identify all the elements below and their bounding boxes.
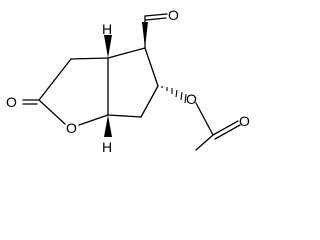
bond-acetyl-c-methyl bbox=[195, 134, 214, 151]
bond-c5-c6 bbox=[140, 85, 159, 118]
bond-cho-o bbox=[144, 13, 168, 17]
atom-label-acetyl-carbonyl-o: O bbox=[239, 113, 250, 129]
bond-c4-c5 bbox=[144, 47, 159, 87]
atom-label-h-top: H bbox=[102, 21, 112, 37]
bond-acetyl-c-carbonyl-o bbox=[212, 120, 239, 136]
atom-label-ester-o: O bbox=[186, 91, 197, 107]
atom-label-h-bottom: H bbox=[102, 139, 112, 155]
atom-label-ring-o: O bbox=[66, 120, 77, 136]
atom-label-lactone-carbonyl-o: O bbox=[6, 94, 17, 110]
bond-o-acetyl-c bbox=[195, 102, 214, 136]
wedge-c3a-h bbox=[104, 35, 112, 58]
wedge-c4-cho bbox=[142, 22, 148, 48]
bond-cho-o-double bbox=[145, 17, 167, 21]
wedge-c6a-h bbox=[104, 115, 112, 137]
bond-acetyl-c-carbonyl-o-double bbox=[214, 124, 241, 140]
hashed-bond-c5-o bbox=[161, 86, 187, 104]
bond-c6a-ring-o bbox=[78, 114, 109, 126]
bond-ring-o-c2 bbox=[38, 99, 66, 125]
bond-c3a-c4 bbox=[107, 47, 146, 59]
bond-c3-c3a bbox=[70, 57, 109, 60]
bond-c6-c6a bbox=[107, 114, 142, 118]
atom-label-aldehyde-o: O bbox=[168, 7, 179, 23]
chemical-structure: O O O O O H H bbox=[6, 7, 250, 155]
bond-c2-c3 bbox=[38, 58, 72, 101]
